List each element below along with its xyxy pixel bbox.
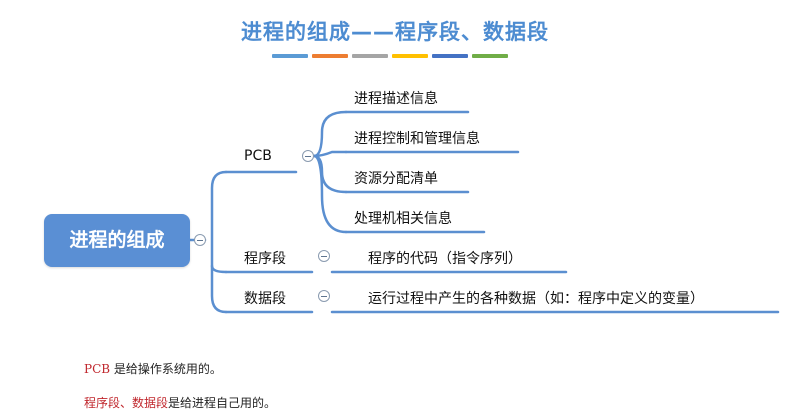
leaf-node[interactable]: 处理机相关信息 — [354, 211, 452, 227]
note-highlight: 程序段、数据段 — [84, 396, 169, 410]
branch-node-data[interactable]: 数据段 — [244, 291, 286, 307]
title-underline-segment — [432, 54, 468, 58]
note-line: 程序段、数据段是给进程自己用的。 — [84, 394, 276, 411]
note-text: 是给操作系统用的。 — [110, 362, 222, 376]
branch-node-pcb[interactable]: PCB — [244, 148, 272, 164]
leaf-node[interactable]: 进程控制和管理信息 — [354, 131, 480, 147]
title-underline-segment — [272, 54, 308, 58]
title-underline-segment — [352, 54, 388, 58]
note-text: 是给进程自己用的。 — [168, 396, 277, 410]
page-title: 进程的组成——程序段、数据段 — [241, 20, 549, 44]
note-highlight: PCB — [84, 362, 111, 376]
title-underline-segment — [312, 54, 348, 58]
collapse-toggle-program[interactable] — [318, 250, 330, 262]
collapse-toggle-data[interactable] — [318, 290, 330, 302]
branch-node-program[interactable]: 程序段 — [244, 251, 286, 267]
title-underline-segment — [472, 54, 508, 58]
connector-root-to-program — [210, 264, 228, 274]
connector-root-branches — [210, 170, 228, 314]
collapse-toggle-root[interactable] — [194, 234, 206, 246]
leaf-node[interactable]: 运行过程中产生的各种数据（如：程序中定义的变量） — [368, 291, 704, 307]
title-underline-segment — [392, 54, 428, 58]
root-node[interactable]: 进程的组成 — [44, 214, 190, 267]
connector-pcb-children — [312, 154, 348, 234]
leaf-node[interactable]: 进程描述信息 — [354, 91, 438, 107]
collapse-toggle-pcb[interactable] — [302, 150, 314, 162]
leaf-node[interactable]: 程序的代码（指令序列） — [368, 251, 522, 267]
connector-pcb-children — [312, 110, 348, 158]
note-line: PCB 是给操作系统用的。 — [84, 360, 222, 377]
leaf-node[interactable]: 资源分配清单 — [354, 171, 438, 187]
